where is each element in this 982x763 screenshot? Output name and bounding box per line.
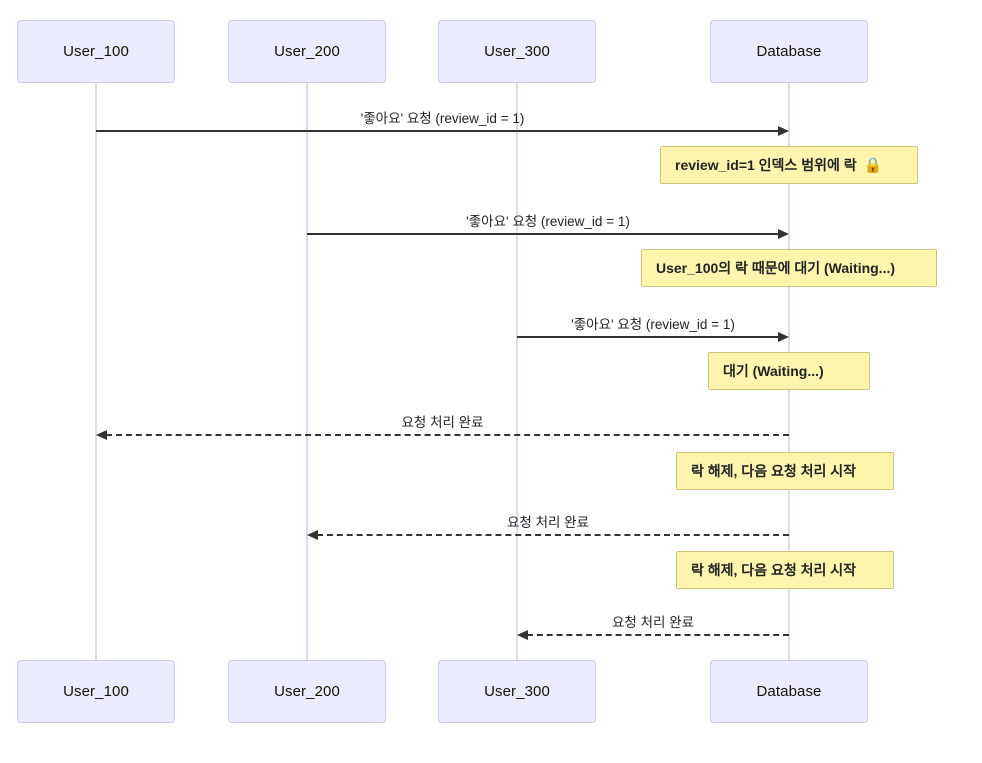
lifeline-user300: [516, 83, 518, 660]
note-note-1: review_id=1 인덱스 범위에 락 🔒: [660, 146, 918, 184]
participant-label: User_100: [63, 683, 129, 700]
message-label-msg-1: '좋아요' 요청 (review_id = 1): [360, 111, 525, 126]
participant-label: User_200: [274, 43, 340, 60]
message-line-msg-3: [517, 336, 779, 338]
note-text: 락 해제, 다음 요청 처리 시작: [691, 463, 857, 479]
arrowhead-right-icon: [778, 125, 789, 136]
note-text: 대기 (Waiting...): [723, 363, 824, 379]
participant-label: User_300: [484, 683, 550, 700]
participant-footer-user100[interactable]: User_100: [17, 660, 175, 723]
arrowhead-right-icon: [778, 228, 789, 239]
message-line-msg-6: [527, 634, 789, 636]
participant-label: User_200: [274, 683, 340, 700]
participant-header-user100[interactable]: User_100: [17, 20, 175, 83]
note-text: 락 해제, 다음 요청 처리 시작: [691, 562, 857, 578]
participant-header-user200[interactable]: User_200: [228, 20, 386, 83]
note-note-4: 락 해제, 다음 요청 처리 시작: [676, 452, 894, 490]
message-line-msg-5: [317, 534, 789, 536]
lifeline-user100: [95, 83, 97, 660]
participant-header-database[interactable]: Database: [710, 20, 868, 83]
note-note-3: 대기 (Waiting...): [708, 352, 870, 390]
participant-footer-database[interactable]: Database: [710, 660, 868, 723]
participant-footer-user200[interactable]: User_200: [228, 660, 386, 723]
arrowhead-left-icon: [96, 429, 107, 440]
participant-label: Database: [756, 683, 822, 700]
arrowhead-left-icon: [517, 629, 528, 640]
message-line-msg-1: [96, 130, 779, 132]
lock-icon: 🔒: [863, 157, 883, 174]
participant-label: Database: [756, 43, 822, 60]
participant-header-user300[interactable]: User_300: [438, 20, 596, 83]
arrowhead-right-icon: [778, 331, 789, 342]
message-label-msg-5: 요청 처리 완료: [506, 515, 590, 530]
message-label-msg-2: '좋아요' 요청 (review_id = 1): [466, 214, 630, 229]
participant-label: User_300: [484, 43, 550, 60]
note-note-2: User_100의 락 때문에 대기 (Waiting...): [641, 249, 937, 287]
participant-footer-user300[interactable]: User_300: [438, 660, 596, 723]
participant-label: User_100: [63, 43, 129, 60]
message-line-msg-2: [307, 233, 779, 235]
note-text: User_100의 락 때문에 대기 (Waiting...): [656, 260, 896, 276]
message-line-msg-4: [106, 434, 789, 436]
lifeline-user200: [306, 83, 308, 660]
message-label-msg-6: 요청 처리 완료: [611, 615, 695, 630]
note-note-5: 락 해제, 다음 요청 처리 시작: [676, 551, 894, 589]
message-label-msg-4: 요청 처리 완료: [401, 415, 484, 430]
note-text: review_id=1 인덱스 범위에 락: [675, 157, 857, 173]
message-label-msg-3: '좋아요' 요청 (review_id = 1): [571, 317, 735, 332]
arrowhead-left-icon: [307, 529, 318, 540]
